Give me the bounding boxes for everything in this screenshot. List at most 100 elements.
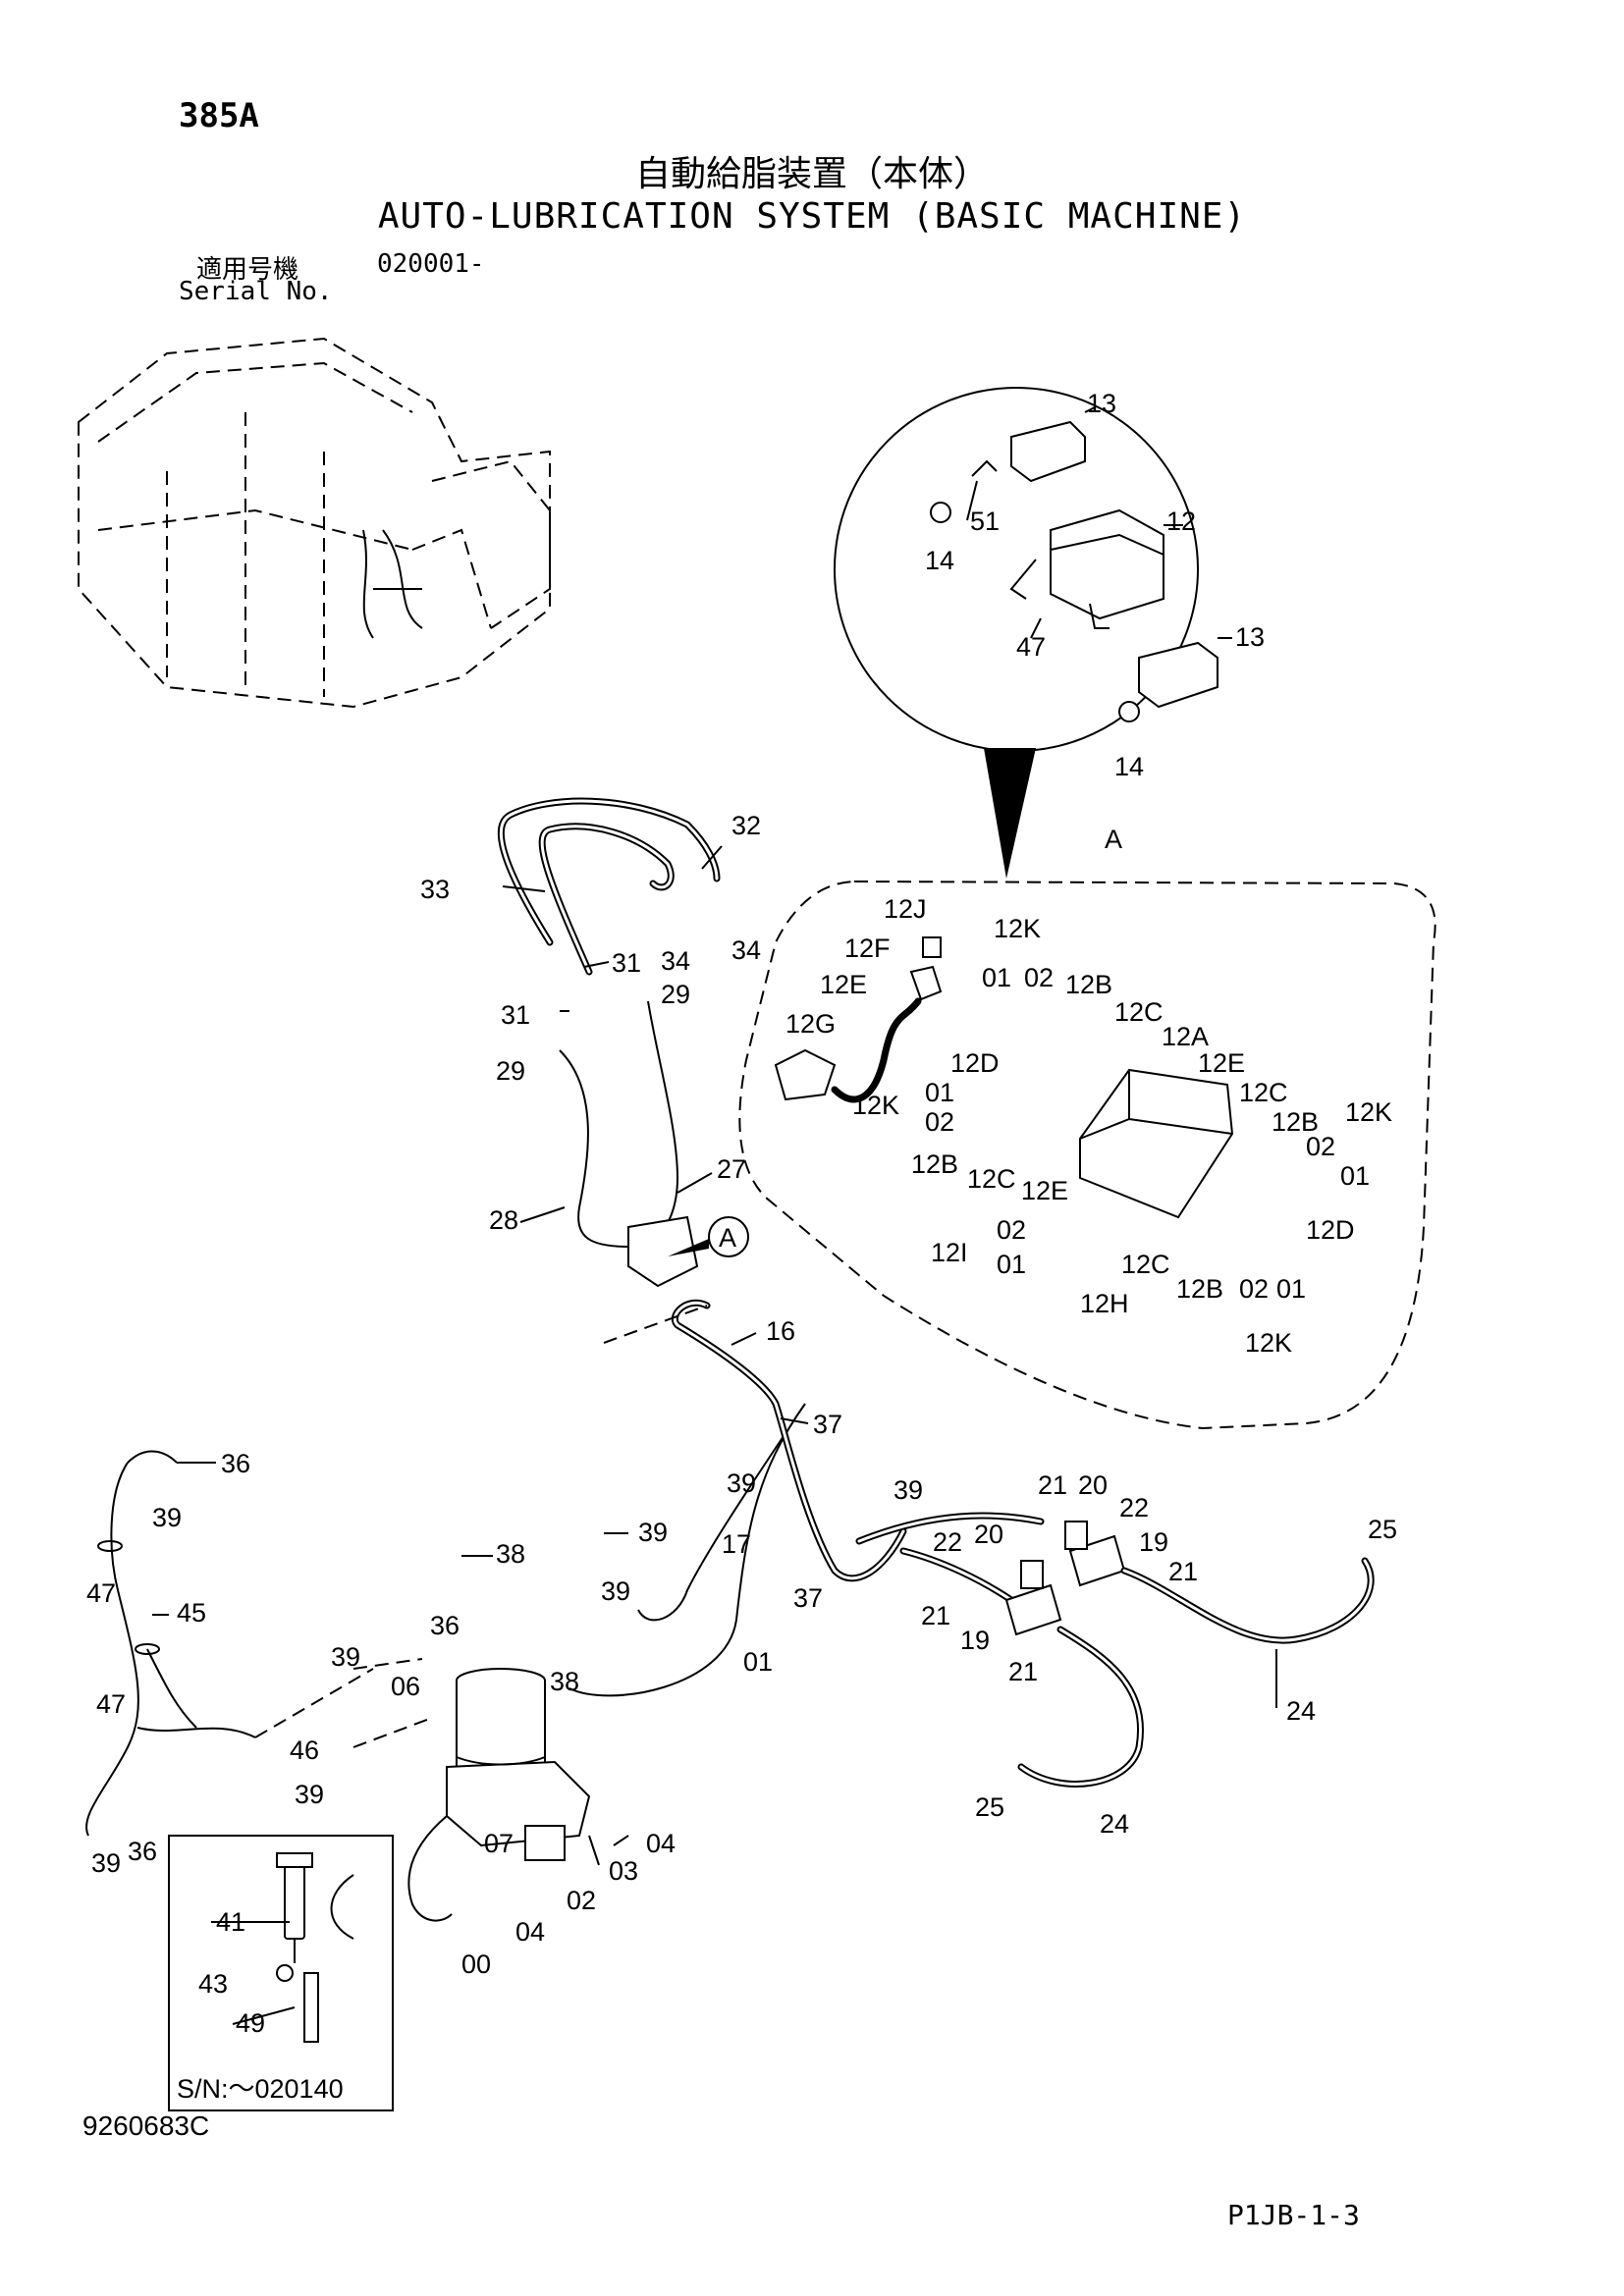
label-01: 01: [743, 1647, 773, 1677]
label-22: 22: [933, 1527, 962, 1557]
label-00: 00: [461, 1949, 491, 1979]
machine-overview-drawing: [78, 337, 551, 709]
label-12k: 12K: [852, 1091, 899, 1120]
serial-note: S/N:～020140: [177, 2074, 344, 2104]
label-20: 20: [974, 1520, 1003, 1549]
label-34: 34: [661, 946, 690, 976]
label-51: 51: [970, 507, 1000, 536]
label-36: 36: [430, 1611, 460, 1640]
serial-label-japanese: 適用号機: [196, 255, 299, 285]
label-39: 39: [638, 1518, 668, 1547]
label-16: 16: [766, 1316, 795, 1346]
label-29: 29: [496, 1056, 525, 1086]
label-06: 06: [391, 1672, 420, 1701]
label-27: 27: [717, 1154, 746, 1184]
label-39: 39: [152, 1503, 182, 1532]
label-12c: 12C: [967, 1164, 1016, 1194]
label-28: 28: [489, 1205, 518, 1235]
label-39: 39: [601, 1576, 630, 1606]
page-reference: P1JB-1-3: [1227, 2199, 1360, 2231]
label-34: 34: [731, 935, 761, 965]
label-01: 01: [1340, 1161, 1370, 1191]
label-07: 07: [484, 1829, 514, 1858]
label-04: 04: [646, 1829, 676, 1858]
label-01: 01: [982, 963, 1011, 992]
label-12e: 12E: [1021, 1176, 1068, 1205]
label-45: 45: [177, 1598, 206, 1628]
label-01: 01: [1276, 1274, 1306, 1304]
label-20: 20: [1078, 1470, 1108, 1500]
label-12i: 12I: [931, 1238, 968, 1267]
label-12: 12: [1166, 507, 1196, 536]
label-02: 02: [1024, 963, 1054, 992]
label-38: 38: [550, 1667, 579, 1696]
label-12b: 12B: [1176, 1274, 1223, 1304]
label-31: 31: [612, 948, 641, 978]
label-01: 01: [997, 1250, 1026, 1279]
label-02: 02: [1306, 1132, 1335, 1161]
label-12d: 12D: [1306, 1215, 1355, 1245]
label-01: 01: [925, 1078, 954, 1107]
label-36: 36: [221, 1449, 250, 1478]
label-12b: 12B: [911, 1149, 958, 1179]
label-21: 21: [1038, 1470, 1067, 1500]
detail-circle-a: [834, 387, 1232, 879]
label-38: 38: [496, 1539, 525, 1569]
page-code: 385A: [179, 96, 259, 135]
hand-pump-inset: [168, 1835, 394, 2111]
label-13: 13: [1235, 622, 1265, 652]
label-12c: 12C: [1114, 997, 1164, 1027]
title-japanese: 自動給脂装置（本体）: [634, 154, 989, 194]
label-37: 37: [813, 1410, 842, 1439]
label-21: 21: [1168, 1557, 1198, 1586]
label-03: 03: [609, 1856, 638, 1886]
label-33: 33: [420, 875, 450, 904]
label-39: 39: [893, 1475, 923, 1505]
label-24: 24: [1286, 1696, 1316, 1726]
label-a: A: [1105, 825, 1122, 854]
callout-a-circle: A: [668, 1216, 749, 1257]
label-39: 39: [295, 1780, 324, 1809]
label-46: 46: [290, 1735, 319, 1765]
drawing-number: 9260683C: [82, 2110, 210, 2141]
label-12c: 12C: [1121, 1250, 1170, 1279]
label-02: 02: [1239, 1274, 1269, 1304]
label-47: 47: [86, 1578, 116, 1608]
label-47: 47: [96, 1689, 126, 1719]
label-02: 02: [567, 1886, 596, 1915]
title-english: AUTO-LUBRICATION SYSTEM (BASIC MACHINE): [377, 196, 1247, 237]
lube-pump: [352, 1658, 629, 1922]
label-12f: 12F: [844, 934, 891, 963]
label-21: 21: [921, 1601, 950, 1630]
label-39: 39: [331, 1642, 360, 1672]
label-19: 19: [1139, 1527, 1168, 1557]
left-harness: [85, 1450, 374, 1837]
label-43: 43: [198, 1969, 228, 1999]
label-12e: 12E: [1198, 1048, 1245, 1078]
label-14: 14: [1114, 752, 1144, 781]
label-47: 47: [1016, 632, 1046, 662]
leader-lines: [152, 845, 1277, 2025]
label-13: 13: [1087, 389, 1116, 418]
detail-a-region: [738, 880, 1436, 1430]
label-12d: 12D: [950, 1048, 1000, 1078]
label-12g: 12G: [785, 1009, 836, 1039]
label-25: 25: [975, 1792, 1004, 1822]
label-12c: 12C: [1239, 1078, 1288, 1107]
label-14: 14: [925, 546, 954, 575]
label-21: 21: [1008, 1657, 1038, 1686]
label-12b: 12B: [1272, 1107, 1319, 1137]
label-02: 02: [997, 1215, 1026, 1245]
label-12k: 12K: [1245, 1328, 1292, 1358]
label-17: 17: [722, 1529, 751, 1559]
label-39: 39: [727, 1468, 756, 1498]
label-12k: 12K: [994, 914, 1041, 943]
label-25: 25: [1368, 1515, 1397, 1544]
right-hose-group: [855, 1512, 1375, 1788]
upper-hose-group: [497, 797, 907, 1697]
label-12h: 12H: [1080, 1289, 1129, 1318]
label-22: 22: [1119, 1493, 1149, 1522]
label-12a: 12A: [1162, 1022, 1209, 1051]
label-12b: 12B: [1065, 970, 1112, 999]
